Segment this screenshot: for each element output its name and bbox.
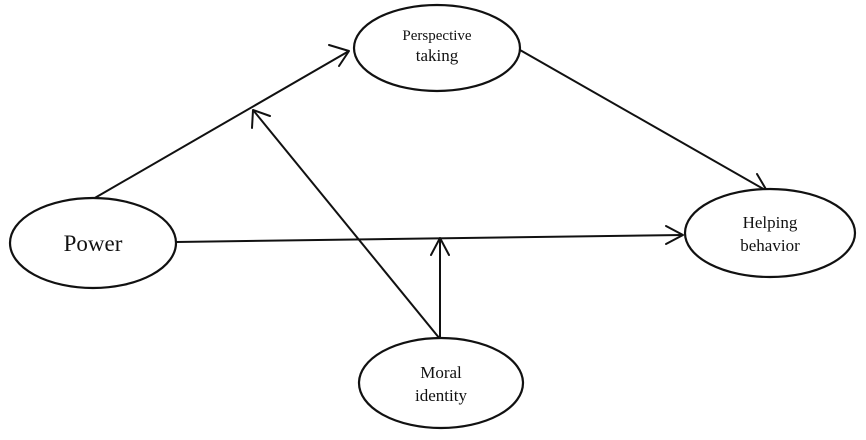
edge-moral-identity-moderates-first-path <box>251 109 441 340</box>
node-power-shape <box>8 196 178 290</box>
node-power: Power <box>8 196 178 290</box>
node-moral-identity-shape <box>357 336 525 430</box>
edge-power-to-helping-behavior <box>175 225 684 245</box>
node-moral-identity: Moral identity <box>357 336 525 430</box>
node-perspective-taking-label-line1: Perspective <box>402 28 471 44</box>
edges <box>92 44 768 340</box>
node-helping-behavior-shape <box>683 187 857 279</box>
node-perspective-taking-label-line2: taking <box>416 46 459 65</box>
node-helping-behavior-label-line2: behavior <box>740 236 800 255</box>
node-perspective-taking: Perspective taking <box>352 3 522 93</box>
node-power-label: Power <box>64 231 123 256</box>
node-moral-identity-label-line1: Moral <box>420 363 462 382</box>
node-moral-identity-label-line2: identity <box>415 386 467 405</box>
node-perspective-taking-shape <box>352 3 522 93</box>
node-helping-behavior: Helping behavior <box>683 187 857 279</box>
edge-perspective-taking-to-helping-behavior <box>519 49 768 192</box>
edge-moral-identity-moderates-direct-path <box>430 237 450 339</box>
edge-power-to-perspective-taking <box>92 44 350 200</box>
node-helping-behavior-label-line1: Helping <box>743 213 798 232</box>
